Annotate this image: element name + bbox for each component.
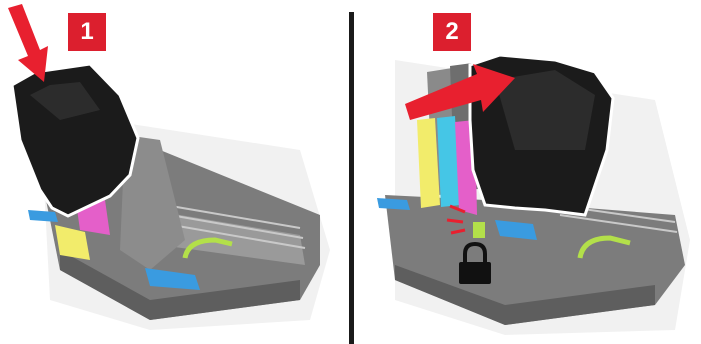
step-2-illustration xyxy=(355,0,701,344)
latch-clip xyxy=(473,222,485,238)
step-1-illustration xyxy=(0,0,345,344)
step-1-badge: 1 xyxy=(68,13,106,51)
down-arrow-icon xyxy=(8,4,48,82)
panel-divider xyxy=(349,12,354,344)
step-2-badge: 2 xyxy=(433,13,471,51)
